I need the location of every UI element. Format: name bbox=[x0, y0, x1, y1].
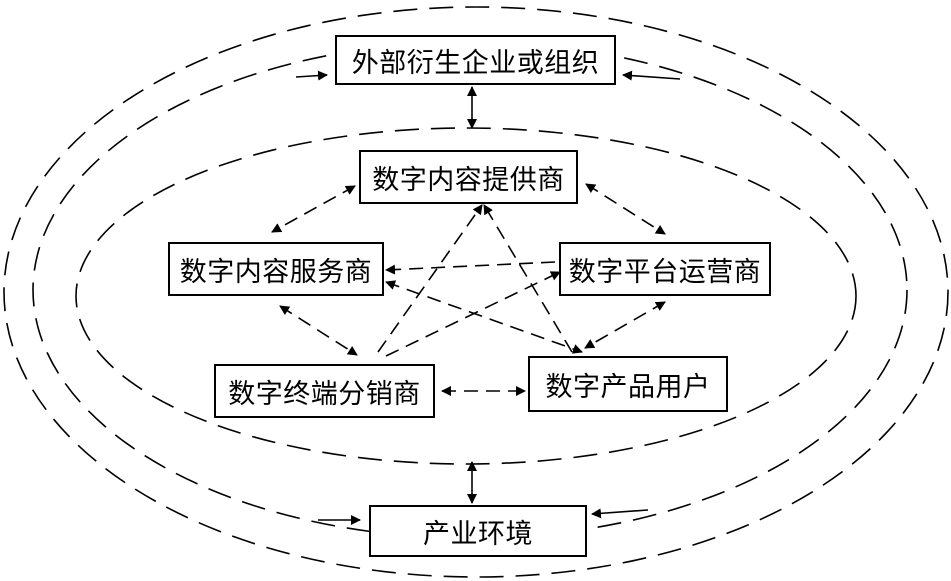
core-boundary-ring bbox=[75, 127, 857, 465]
outer-ring-to-environment-arrow-right bbox=[591, 508, 649, 519]
external-organizations-box: 外部衍生企业或组织 bbox=[335, 35, 616, 85]
platform-operator-box: 数字平台运营商 bbox=[559, 242, 771, 296]
product-user-box: 数字产品用户 bbox=[528, 356, 728, 412]
terminal-to-platform-arrow bbox=[385, 271, 561, 357]
outer-ring-to-external-arrow-left bbox=[295, 70, 328, 81]
platform-to-service-arrow bbox=[385, 261, 556, 275]
provider-platform-arrow bbox=[585, 183, 666, 235]
provider-service-arrow bbox=[271, 185, 356, 233]
outer-boundary-ring bbox=[3, 6, 949, 578]
terminal-to-provider-arrow bbox=[377, 204, 483, 353]
service-terminal-arrow bbox=[279, 305, 358, 356]
platform-user-arrow bbox=[584, 301, 666, 349]
terminal-distributor-box: 数字终端分销商 bbox=[214, 364, 435, 418]
content-provider-box: 数字内容提供商 bbox=[359, 150, 578, 204]
content-service-provider-box: 数字内容服务商 bbox=[168, 242, 384, 296]
outer-ring-to-external-arrow-right bbox=[622, 70, 681, 81]
industry-environment-box: 产业环境 bbox=[369, 505, 587, 557]
user-to-provider-arrow bbox=[483, 204, 573, 353]
